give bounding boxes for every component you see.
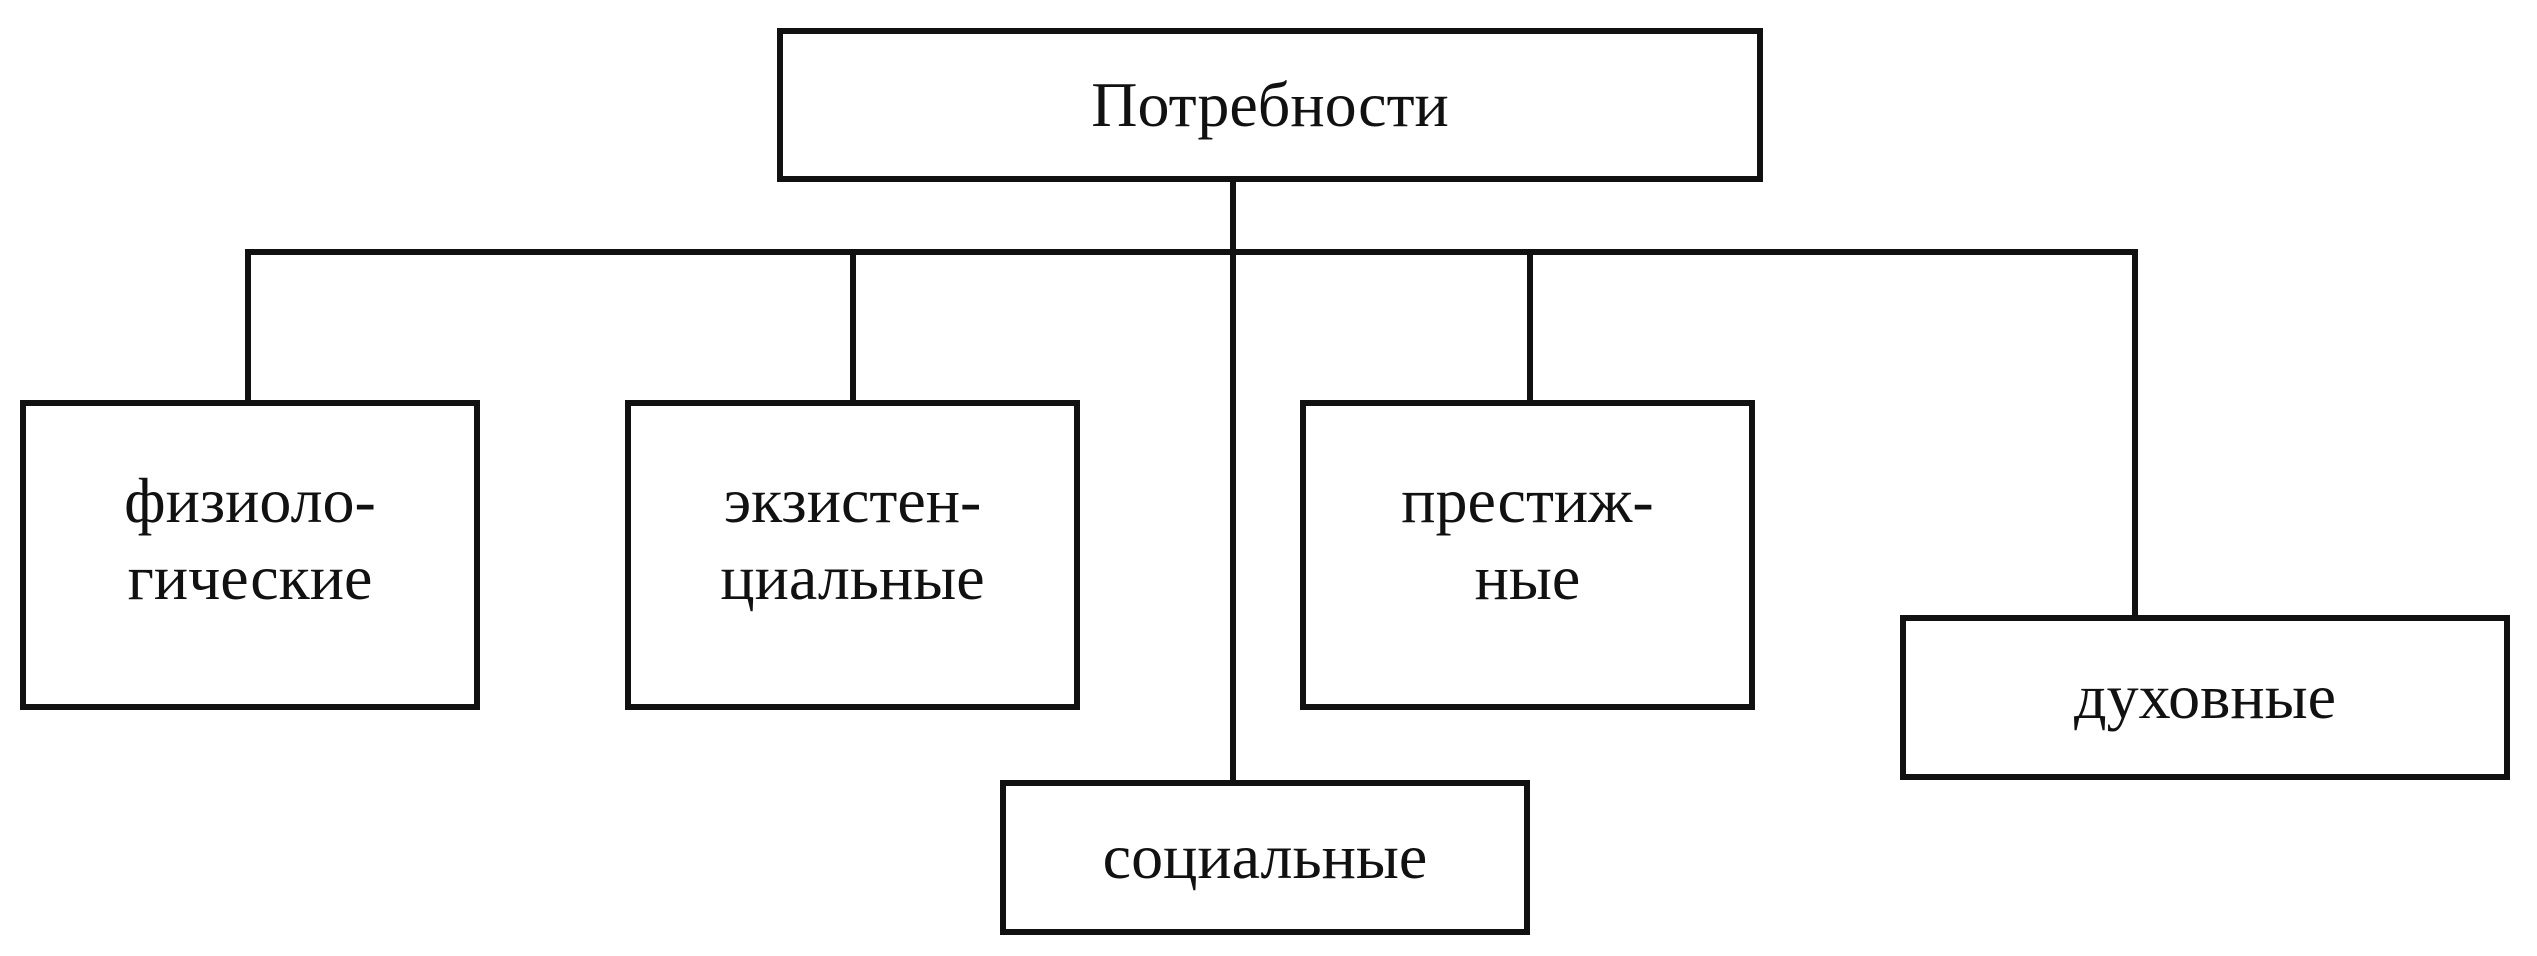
child-node-prestige-label: престиж- ные xyxy=(1401,465,1654,613)
child-node-prestige: престиж- ные xyxy=(1300,400,1755,710)
child-node-physiological: физиоло- гические xyxy=(20,400,480,710)
child-node-spiritual: духовные xyxy=(1900,615,2510,780)
child-node-physiological-label: физиоло- гические xyxy=(124,465,376,613)
child-node-social: социальные xyxy=(1000,780,1530,935)
child-node-social-label: социальные xyxy=(1102,821,1428,893)
child-node-spiritual-label: духовные xyxy=(2074,661,2336,733)
child-node-existential: экзистен- циальные xyxy=(625,400,1080,710)
child-node-existential-label: экзистен- циальные xyxy=(720,465,985,613)
root-node-box: Потребности xyxy=(777,28,1763,182)
root-node-label: Потребности xyxy=(1091,68,1449,140)
